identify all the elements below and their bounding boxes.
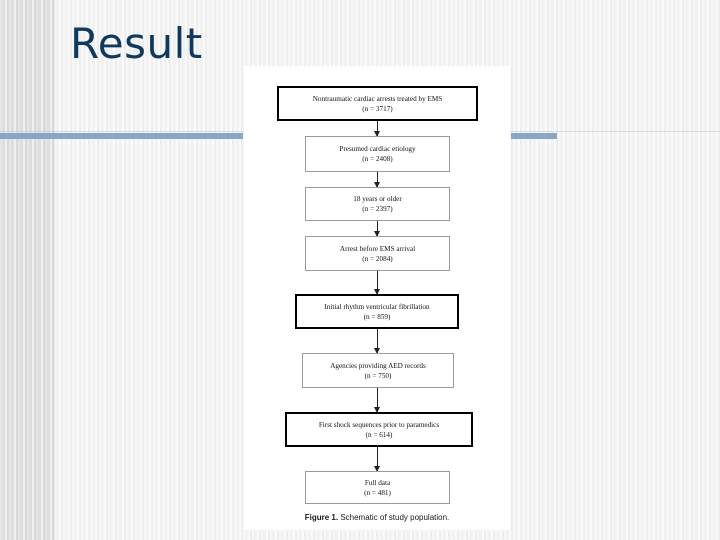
flow-arrow-5 bbox=[374, 329, 380, 354]
flow-arrow-6 bbox=[374, 388, 380, 413]
background-stripes-dark bbox=[0, 0, 55, 540]
flow-node-count: (n = 2084) bbox=[362, 254, 393, 263]
flowchart: Nontraumatic cardiac arrests treated by … bbox=[244, 74, 510, 530]
flow-node-label: First shock sequences prior to paramedic… bbox=[318, 420, 440, 429]
flow-node-count: (n = 481) bbox=[364, 488, 391, 497]
flow-node-presumed-cardiac-etiology: Presumed cardiac etiology (n = 2408) bbox=[305, 136, 450, 172]
flow-node-agencies-providing-aed-records: Agencies providing AED records (n = 750) bbox=[302, 353, 454, 388]
flow-node-count: (n = 3717) bbox=[362, 104, 393, 113]
figure-caption-text: Schematic of study population. bbox=[340, 513, 450, 522]
flow-node-first-shock-sequences: First shock sequences prior to paramedic… bbox=[285, 412, 473, 447]
flow-node-label: 18 years or older bbox=[353, 195, 402, 203]
flow-node-arrest-before-ems-arrival: Arrest before EMS arrival (n = 2084) bbox=[305, 236, 450, 271]
title-divider-left bbox=[0, 133, 243, 139]
figure-caption-prefix: Figure 1. bbox=[304, 513, 339, 522]
flow-node-18-years-or-older: 18 years or older (n = 2397) bbox=[305, 187, 450, 221]
figure-image-panel: Nontraumatic cardiac arrests treated by … bbox=[244, 66, 510, 530]
title-divider-right bbox=[511, 133, 557, 139]
flow-node-label: Nontraumatic cardiac arrests treated by … bbox=[312, 94, 443, 103]
flow-node-nontraumatic-cardiac-arrests: Nontraumatic cardiac arrests treated by … bbox=[277, 86, 478, 121]
flow-node-full-data: Full data (n = 481) bbox=[305, 471, 450, 504]
flow-arrow-3 bbox=[374, 221, 380, 237]
flow-node-count: (n = 750) bbox=[364, 371, 392, 380]
flow-node-count: (n = 2408) bbox=[362, 155, 393, 163]
flow-arrow-2 bbox=[374, 172, 380, 188]
flow-node-count: (n = 859) bbox=[363, 312, 391, 321]
flow-arrow-4 bbox=[374, 271, 380, 295]
flow-node-initial-rhythm-ventricular-fibrillation: Initial rhythm ventricular fibrillation … bbox=[295, 294, 459, 329]
flow-arrow-7 bbox=[374, 447, 380, 472]
figure-caption: Figure 1. Schematic of study population. bbox=[244, 512, 510, 523]
flow-node-count: (n = 614) bbox=[365, 430, 393, 439]
flow-node-label: Agencies providing AED records bbox=[330, 361, 426, 370]
page-title: Result bbox=[70, 19, 203, 68]
flow-arrow-1 bbox=[374, 121, 380, 137]
flow-node-label: Presumed cardiac etiology bbox=[339, 145, 416, 153]
flow-node-label: Initial rhythm ventricular fibrillation bbox=[324, 302, 430, 311]
flow-node-label: Arrest before EMS arrival bbox=[339, 244, 416, 253]
flow-node-count: (n = 2397) bbox=[362, 205, 393, 213]
flow-node-label: Full data bbox=[364, 478, 391, 487]
